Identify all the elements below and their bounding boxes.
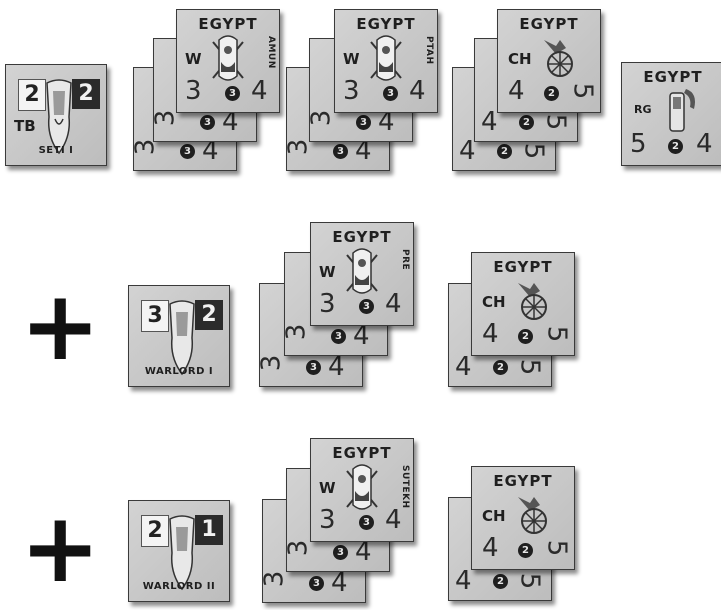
combat-value: 4 (482, 533, 499, 563)
unit-counter-w-pre[interactable]: EGYPT W PRE 3 3 4 (310, 222, 414, 326)
combat-value: 4 (455, 352, 472, 382)
movement-value: 5 (514, 573, 544, 590)
quality-dot: 3 (333, 144, 348, 159)
unit-counter-ch[interactable]: EGYPT CH 4 2 5 (497, 9, 601, 113)
unit-type: CH (482, 293, 506, 311)
unit-counter-w-ptah[interactable]: EGYPT W PTAH 3 3 4 (334, 9, 438, 113)
combat-value: 4 (696, 129, 713, 159)
unit-type: W (185, 50, 202, 68)
unit-value: 3 (319, 505, 336, 535)
quality-dot: 2 (497, 144, 512, 159)
quality-dot: 2 (668, 139, 683, 154)
quality-dot: 2 (544, 86, 559, 101)
quality-dot: 2 (493, 574, 508, 589)
faction-name: EGYPT (472, 472, 574, 490)
god-name: SUTEKH (400, 465, 410, 509)
combat-value: 4 (331, 568, 348, 598)
chariot-icon (510, 279, 554, 321)
movement-value: 5 (630, 129, 647, 159)
unit-counter-rg[interactable]: EGYPT RG 5 2 4 (621, 62, 721, 166)
quality-dot: 3 (383, 86, 398, 101)
combat-value: 4 (481, 107, 498, 137)
quality-dot: 3 (306, 360, 321, 375)
unit-value: 3 (283, 540, 313, 557)
pharaoh-headdress-icon (41, 77, 77, 155)
quality-dot: 3 (309, 576, 324, 591)
movement-value: 5 (567, 83, 597, 100)
faction-name: EGYPT (177, 15, 279, 33)
unit-value: 3 (319, 289, 336, 319)
combat-value: 4 (508, 76, 525, 106)
chariot-icon (536, 36, 580, 78)
movement-value: 5 (540, 114, 570, 131)
unit-type: W (319, 263, 336, 281)
pharaoh-headdress-icon (164, 513, 200, 591)
faction-name: EGYPT (498, 15, 600, 33)
unit-counter-w-sutekh[interactable]: EGYPT W SUTEKH 3 3 4 (310, 438, 414, 542)
quality-dot: 2 (518, 329, 533, 344)
quality-dot: 3 (200, 115, 215, 130)
god-name: PTAH (424, 36, 434, 65)
combat-value: 4 (251, 76, 268, 106)
combat-value: 4 (482, 319, 499, 349)
standard-shield-icon (660, 87, 700, 133)
leader-name: WARLORD II (129, 581, 229, 592)
unit-counter-ch[interactable]: EGYPT CH 4 2 5 (471, 252, 575, 356)
shield-spears-icon (345, 245, 379, 297)
combat-value: 4 (385, 505, 402, 535)
god-name: PRE (400, 249, 410, 270)
faction-name: EGYPT (311, 444, 413, 462)
quality-dot: 3 (225, 86, 240, 101)
unit-value: 3 (306, 110, 336, 127)
unit-type: CH (508, 50, 532, 68)
combat-value: 4 (455, 566, 472, 596)
unit-value: 3 (256, 355, 286, 372)
combat-value: 4 (328, 352, 345, 382)
faction-name: EGYPT (472, 258, 574, 276)
combat-value: 4 (385, 289, 402, 319)
god-name: AMUN (266, 36, 276, 69)
faction-name: EGYPT (311, 228, 413, 246)
movement-value: 5 (514, 359, 544, 376)
combat-value: 4 (409, 76, 426, 106)
unit-value: 3 (281, 324, 311, 341)
shield-spears-icon (345, 461, 379, 513)
quality-dot: 2 (519, 115, 534, 130)
leader-name: WARLORD I (129, 366, 229, 377)
chariot-icon (510, 493, 554, 535)
movement-value: 5 (518, 143, 548, 160)
leader-counter-warlord-i[interactable]: 3 2 WARLORD I (128, 285, 230, 387)
quality-dot: 3 (180, 144, 195, 159)
leader-name: SETI I (6, 145, 106, 156)
unit-counter-w-amun[interactable]: EGYPT W AMUN 3 3 4 (176, 9, 280, 113)
quality-dot: 3 (359, 515, 374, 530)
plus-sign: + (20, 278, 100, 374)
quality-dot: 2 (518, 543, 533, 558)
quality-dot: 3 (331, 329, 346, 344)
unit-type: TB (14, 117, 36, 135)
unit-counter-ch[interactable]: EGYPT CH 4 2 5 (471, 466, 575, 570)
movement-value: 5 (541, 326, 571, 343)
unit-value: 3 (343, 76, 360, 106)
unit-type: W (319, 479, 336, 497)
quality-dot: 3 (333, 545, 348, 560)
quality-dot: 3 (359, 299, 374, 314)
unit-type: RG (634, 103, 652, 116)
leader-counter-seti[interactable]: 2 2 TB SETI I (5, 64, 107, 166)
faction-name: EGYPT (335, 15, 437, 33)
leader-counter-warlord-ii[interactable]: 2 1 WARLORD II (128, 500, 230, 602)
unit-value: 3 (259, 571, 289, 588)
pharaoh-headdress-icon (164, 298, 200, 376)
faction-name: EGYPT (622, 68, 721, 86)
quality-dot: 2 (493, 360, 508, 375)
shield-spears-icon (369, 32, 403, 84)
unit-type: W (343, 50, 360, 68)
unit-value: 3 (185, 76, 202, 106)
unit-type: CH (482, 507, 506, 525)
movement-value: 5 (541, 540, 571, 557)
quality-dot: 3 (356, 115, 371, 130)
shield-spears-icon (211, 32, 245, 84)
plus-sign: + (20, 500, 100, 596)
